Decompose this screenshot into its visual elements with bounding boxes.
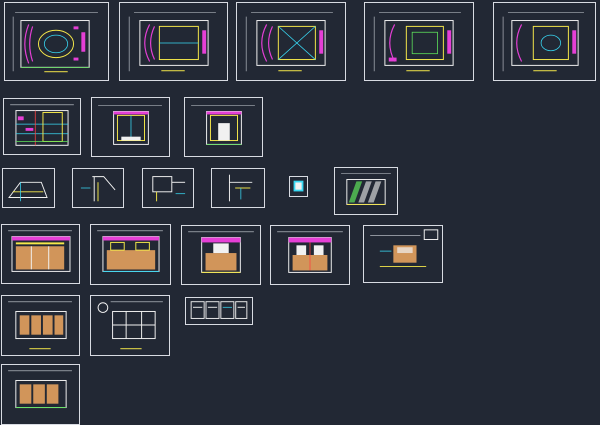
colored-elevation-4-drawing — [277, 231, 343, 273]
ceiling-plan-2-drawing — [97, 301, 163, 350]
colored-elevation-2-drawing — [97, 230, 163, 272]
perspective-1-drawing — [341, 173, 391, 205]
sheet-floor-plan-4[interactable] — [364, 2, 474, 81]
sheet-colored-elevation-4[interactable] — [270, 225, 350, 285]
sheet-legend-1[interactable] — [185, 297, 253, 325]
ceiling-plan-3-drawing — [8, 370, 72, 409]
sheet-elevation-1[interactable] — [91, 97, 170, 157]
sheet-colored-elevation-1[interactable] — [1, 224, 80, 284]
sheet-colored-elevation-2[interactable] — [90, 224, 171, 285]
floor-plan-5-drawing — [502, 12, 584, 72]
sheet-ceiling-plan-2[interactable] — [90, 295, 170, 356]
detail-2-drawing — [80, 176, 116, 202]
legend-1-drawing — [190, 301, 248, 319]
sheet-detail-4[interactable] — [211, 168, 265, 208]
sheet-detail-2[interactable] — [72, 168, 124, 208]
sheet-ceiling-plan-1[interactable] — [1, 295, 80, 356]
sheet-colored-elevation-3[interactable] — [181, 225, 261, 285]
elevation-2-drawing — [191, 105, 255, 145]
sheet-detail-3[interactable] — [142, 168, 194, 208]
sheet-section-1[interactable] — [3, 98, 81, 155]
sheet-elevation-2[interactable] — [184, 97, 263, 157]
floor-plan-1-drawing — [12, 12, 98, 73]
floor-plan-2-drawing — [128, 12, 216, 72]
detail-1-drawing — [8, 181, 48, 202]
ceiling-plan-1-drawing — [8, 301, 72, 350]
sheet-floor-plan-2[interactable] — [119, 2, 228, 81]
sheet-symbol-1[interactable] — [289, 176, 308, 197]
section-1-drawing — [10, 104, 74, 146]
floor-plan-3-drawing — [245, 12, 333, 72]
sheet-floor-plan-3[interactable] — [236, 2, 346, 81]
colored-elevation-3-drawing — [188, 231, 254, 273]
sheet-ceiling-plan-3[interactable] — [1, 364, 80, 425]
colored-elevation-5-drawing — [370, 229, 439, 268]
symbol-1-drawing — [293, 180, 304, 192]
elevation-1-drawing — [98, 105, 162, 145]
sheet-perspective-1[interactable] — [334, 167, 398, 215]
colored-elevation-1-drawing — [8, 230, 72, 272]
detail-4-drawing — [228, 174, 253, 202]
floor-plan-4-drawing — [373, 12, 461, 72]
sheet-colored-elevation-5[interactable] — [363, 225, 443, 283]
sheet-detail-1[interactable] — [2, 168, 55, 208]
detail-3-drawing — [152, 176, 186, 202]
sheet-floor-plan-5[interactable] — [493, 2, 596, 81]
sheet-floor-plan-1[interactable] — [4, 2, 109, 81]
